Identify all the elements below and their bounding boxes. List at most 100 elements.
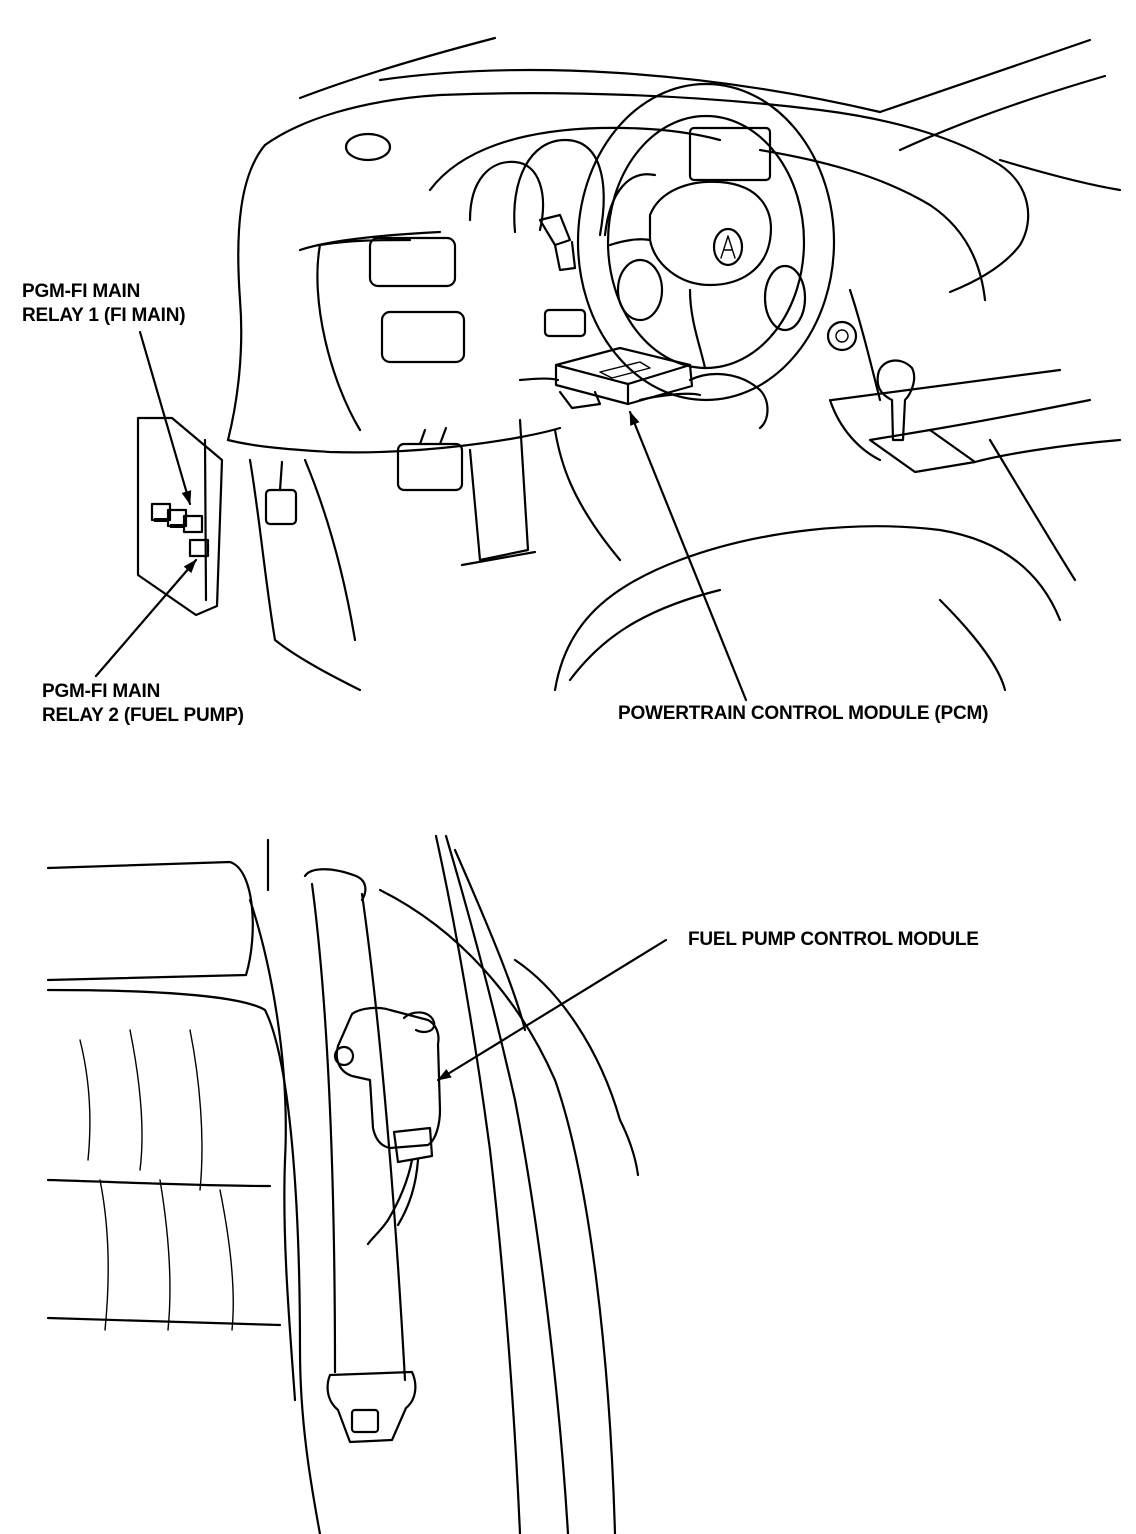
seatbelt-guide xyxy=(303,868,367,902)
relay-shade-2 xyxy=(170,524,184,528)
fuel-pump-control-module xyxy=(333,1006,442,1246)
armrest-line xyxy=(973,438,1122,464)
seat-stitch-3 xyxy=(189,1029,203,1191)
brake-pedal xyxy=(396,442,464,492)
seatbelt-buckle xyxy=(326,1370,417,1444)
steering-wheel-rim-outer xyxy=(576,82,836,402)
seat-seam-lower xyxy=(46,1316,282,1327)
dash-left-end xyxy=(226,143,267,442)
relay2-leader xyxy=(94,558,198,678)
pcm-bracket xyxy=(558,390,602,410)
seat-illustration xyxy=(46,834,668,1534)
seat-stitch-4 xyxy=(99,1179,109,1331)
wheel-cutout-right xyxy=(763,264,807,332)
pcm-side xyxy=(626,363,694,406)
acura-emblem xyxy=(712,227,744,267)
roof-line-right xyxy=(878,38,1092,114)
seat-bolster xyxy=(248,898,297,1402)
windshield-edge xyxy=(298,36,497,100)
relay1-label-line2: RELAY 1 (FI MAIN) xyxy=(22,305,186,326)
fpcm-connector xyxy=(392,1126,434,1164)
roof-line xyxy=(378,69,882,114)
steering-spoke-lower xyxy=(688,288,707,370)
dash-right-lower xyxy=(848,288,882,402)
steering-column xyxy=(688,373,769,430)
floor-curve xyxy=(553,428,622,562)
center-console xyxy=(830,368,1062,402)
buckle-slot xyxy=(350,1408,380,1434)
dashboard-top xyxy=(263,92,1030,294)
relay-cell-4 xyxy=(188,538,210,558)
passenger-seat-lower xyxy=(938,598,1007,692)
fuse-box-edge xyxy=(203,438,208,602)
steering-wheel-hub xyxy=(648,180,772,287)
stalk-shaft xyxy=(553,240,577,272)
shift-gate xyxy=(868,428,977,474)
relay-shade-1 xyxy=(154,518,168,522)
center-stack xyxy=(316,238,412,432)
wheel-cutout-left xyxy=(616,258,664,322)
seatbelt-left-edge xyxy=(310,882,337,1374)
steering-wheel xyxy=(576,82,836,402)
relay1-leader xyxy=(138,330,192,506)
floor-line-mid xyxy=(303,458,357,642)
gauge-left xyxy=(468,160,544,232)
gauge-right xyxy=(603,173,657,237)
fpcm-body xyxy=(335,1006,442,1150)
seat-stitch-6 xyxy=(219,1189,234,1331)
dash-lower-left xyxy=(226,426,562,454)
steering-spoke-left xyxy=(608,238,652,247)
dash-left-face xyxy=(298,230,442,252)
console-side xyxy=(828,398,882,462)
gauge-center xyxy=(513,138,605,237)
passenger-seat-cushion xyxy=(568,588,722,682)
steering-wheel-rim-inner xyxy=(606,114,806,370)
dash-right-face xyxy=(758,148,987,302)
accelerator-base xyxy=(460,550,537,567)
ignition-switch-inner xyxy=(835,329,849,343)
pcm-front xyxy=(554,363,630,406)
seat-stitch-5 xyxy=(159,1179,171,1331)
pcm-leader xyxy=(628,410,748,702)
pcm-label: POWERTRAIN CONTROL MODULE (PCM) xyxy=(618,703,989,724)
relay2-label: PGM-FI MAIN RELAY 2 (FUEL PUMP) xyxy=(42,680,244,728)
fpcm-wire xyxy=(366,1158,414,1246)
acura-emblem-mark xyxy=(720,235,736,259)
dash-top-right xyxy=(998,158,1122,192)
center-vent-lower xyxy=(380,310,466,364)
passenger-seat-outline xyxy=(553,525,1062,692)
pillar-line-4 xyxy=(453,848,527,1032)
relay2-label-line2: RELAY 2 (FUEL PUMP) xyxy=(42,705,244,726)
fuel-pump-module-label: FUEL PUMP CONTROL MODULE xyxy=(688,929,979,950)
pillar-line-1 xyxy=(434,834,522,1534)
wire-harness xyxy=(518,377,560,382)
relay1-label-line1: PGM-FI MAIN xyxy=(22,281,141,302)
seatbelt-right-edge xyxy=(360,892,407,1382)
relay2-label-line1: PGM-FI MAIN xyxy=(42,681,161,702)
fpcm-wire-2 xyxy=(396,1158,420,1227)
ignition-switch xyxy=(826,320,858,352)
wiper-stalk xyxy=(538,213,572,247)
seat-stitch-1 xyxy=(79,1039,91,1161)
brake-pedal-arm xyxy=(418,426,448,446)
info-display xyxy=(688,126,772,182)
parking-pedal-arm xyxy=(278,460,284,492)
door-contour xyxy=(513,958,640,1177)
shift-lever xyxy=(876,359,916,442)
pillar-line-3 xyxy=(378,888,617,1534)
fpcm-mount-tab xyxy=(402,1011,436,1033)
headrest xyxy=(46,860,254,982)
accelerator-pedal xyxy=(468,418,530,562)
parking-pedal xyxy=(264,488,298,526)
seat-stitch-2 xyxy=(129,1029,143,1171)
relay1-label: PGM-FI MAIN RELAY 1 (FI MAIN) xyxy=(22,280,186,328)
fpcm-bolt xyxy=(333,1045,355,1067)
pcm-module xyxy=(554,346,694,410)
cluster-hood xyxy=(428,126,722,192)
pcm-connector xyxy=(599,361,651,379)
seat-back-outline xyxy=(46,988,322,1534)
pillar-line-2 xyxy=(444,834,570,1534)
fuse-box-outline xyxy=(136,416,224,617)
center-vent-upper xyxy=(368,236,457,288)
